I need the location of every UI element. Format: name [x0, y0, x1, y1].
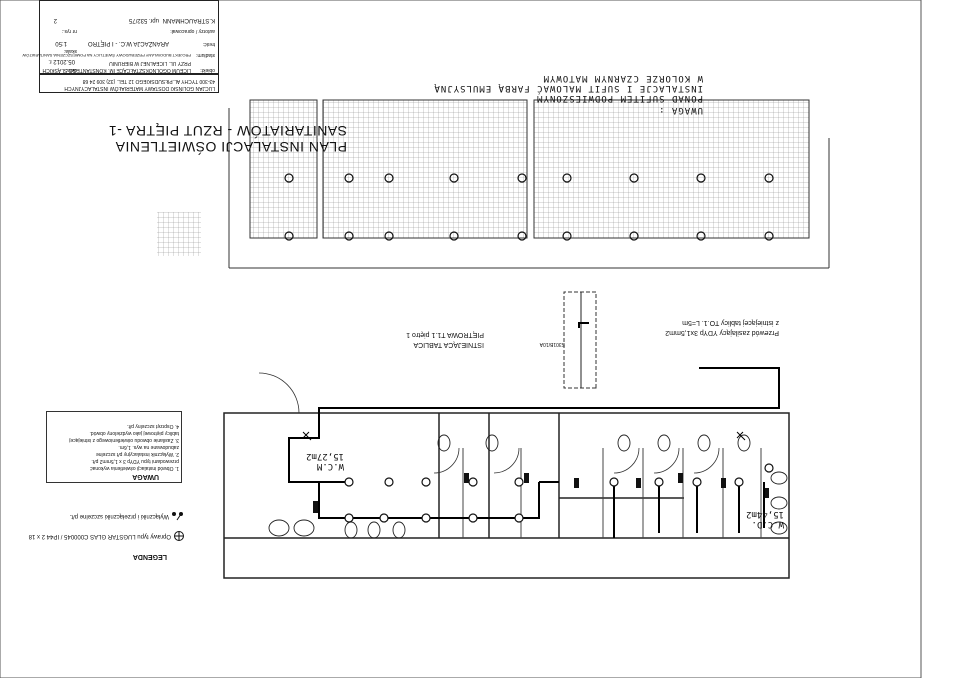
sample-tile-swatch: [157, 212, 201, 256]
hand-dryers: [313, 473, 769, 513]
supply-cable-line-1: Przewód zasilający YDYp 3x1,5mm2: [665, 329, 779, 336]
designer-license: upr. 532/75: [128, 17, 159, 23]
grid-luminaires: [284, 173, 774, 241]
room-men-name: W.C.M: [316, 461, 344, 471]
notes-line-1: 1. Obwód instalacji oświetlenia wykonać: [90, 465, 179, 471]
remark-heading: UWAGA :: [658, 105, 703, 115]
panel-name-line-2: PIĘTROWA T1.1 piętro 1: [406, 331, 484, 338]
notes-line-7: 4. Osprzęt szczelny p/t.: [127, 423, 179, 429]
plan-title-line-2: SANITARIATÓW - RZUT PIĘTRA -1: [108, 123, 347, 139]
content-label: treść:: [202, 41, 215, 47]
sheet-number: 2: [53, 17, 57, 23]
scale-label: skala:: [63, 48, 77, 54]
stage-value: PROJEKT BUDOWLANY PRZEBUDOWY ŚWIETLICY N…: [22, 53, 191, 58]
sanitary-fixtures: [268, 434, 788, 539]
sheet-frame: [0, 0, 922, 678]
plan-title-line-1: PLAN INSTALACJI OŚWIETLENIA: [115, 139, 347, 155]
designer-name: K.STRAUCHMANN: [162, 17, 215, 23]
room-women-name: W.C.D.: [751, 519, 784, 529]
wall-switches: [302, 431, 746, 441]
room-men-area: 15,27m2: [306, 451, 344, 461]
cubicle-partitions: [462, 448, 762, 538]
remark-line-1: PONAD SUFITEM PODWIESZONYM: [536, 93, 703, 103]
notes-line-3: 2. Wyłącznik instalacyjny p/t szczelne: [95, 451, 179, 457]
legend-item-luminaire: Oprawy typu LUGSTAR GLAS C000045 / IP44 …: [28, 533, 171, 539]
company-line-1: LUCJAN GOLIŃSKI DOSTAWY MATERIAŁÓW INSTA…: [64, 85, 215, 91]
stage-label: stadium:: [196, 52, 215, 58]
notes-line-5: 3. Zasilanie obwodu oświetleniowego z is…: [69, 437, 179, 443]
object-label: obiekt:: [200, 67, 215, 73]
notes-heading: UWAGA: [132, 473, 159, 480]
legend-heading: LEGENDA: [132, 553, 167, 560]
notes-line-2: przewodami typu YDYp 3 x 1,5mm2 p/t.: [91, 458, 179, 464]
remark-line-3: W KOLORZE CZARNYM MATOWYM: [542, 73, 703, 83]
date-label: data:: [65, 67, 77, 73]
notes-line-6: tablicy piętrowej jako wydzielony obwód.: [89, 430, 180, 436]
room-women-area: 15,44m2: [746, 509, 784, 519]
ceiling-grid-1: [533, 99, 810, 239]
ceiling-grid-3: [249, 99, 318, 239]
sheet-label: nr rys.:: [61, 28, 77, 34]
designer-label: autorzy / opracował:: [170, 28, 215, 34]
door-swings: [258, 372, 720, 474]
object-line-2: PRZY UL. LICEALNEJ W BIERUNIU: [109, 60, 191, 66]
room-walls: [223, 412, 790, 579]
content-value: ARANŻACJA W.C. - I PIĘTRO: [87, 40, 169, 46]
lighting-circuit-wiring: [288, 322, 780, 538]
panel-name-line-1: ISTNIEJĄCA TABLICA: [413, 341, 484, 348]
room-luminaires: [344, 463, 774, 523]
ceiling-grid-2: [322, 99, 528, 239]
object-line-1: LICEUM OGÓLNOKSZTAŁCĄCE IM. KONSTANTEGO …: [42, 67, 191, 73]
notes-line-4: zabudowane na wys. 1,6m.: [118, 444, 179, 450]
scale-value: 1:50: [55, 40, 67, 46]
supply-cable-line-2: z istniejącej tablicy TO.1. L=5m: [682, 319, 779, 326]
luminaire-symbol-icon: [174, 531, 184, 541]
switch-symbol-icon: [172, 512, 183, 521]
remark-line-2: INSTALACJE I SUFIT MALOWAĆ FARBĄ EMULSYJ…: [433, 83, 703, 93]
legend-item-switch: Wyłączniki i przełączniki szczelne p/t.: [69, 513, 169, 519]
distribution-panel-outline: [563, 291, 597, 389]
company-line-2: 43-300 TYCHY AL.PIŁSUDSKIEGO 12 TEL. (32…: [82, 78, 215, 84]
panel-breaker: S301B/10A: [539, 341, 565, 347]
date-value: 05.2012 r.: [48, 58, 75, 64]
